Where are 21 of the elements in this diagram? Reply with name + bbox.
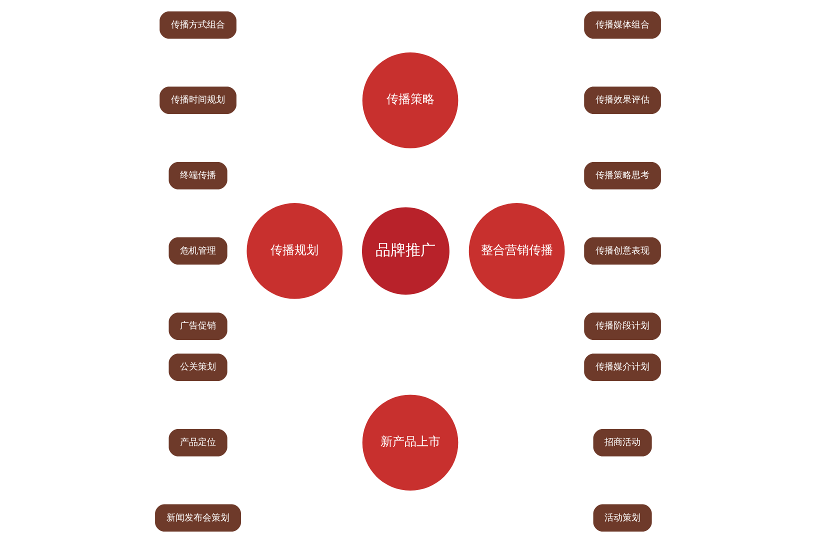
node-box: 传播媒体组合: [584, 11, 661, 39]
node-circle: 品牌推广: [362, 207, 450, 295]
node-box: 广告促销: [168, 312, 228, 340]
node-box: 活动策划: [593, 504, 652, 532]
node-box: 新闻发布会策划: [155, 504, 241, 532]
node-box: 传播阶段计划: [584, 312, 661, 340]
node-circle: 新产品上市: [362, 394, 458, 491]
node-circle: 传播规划: [246, 203, 343, 299]
node-box: 产品定位: [168, 428, 228, 456]
node-box: 危机管理: [168, 237, 228, 265]
node-box: 传播策略思考: [584, 162, 661, 190]
node-box: 传播创意表现: [584, 237, 661, 265]
node-box: 招商活动: [593, 428, 652, 456]
node-circle: 传播策略: [362, 52, 458, 148]
node-box: 终端传播: [168, 162, 228, 190]
node-box: 传播方式组合: [160, 11, 236, 39]
node-box: 传播时间规划: [160, 86, 236, 114]
node-box: 传播效果评估: [584, 86, 661, 114]
node-box: 传播媒介计划: [584, 354, 661, 382]
node-circle: 整合营销传播: [468, 203, 565, 299]
node-box: 公关策划: [168, 354, 228, 382]
